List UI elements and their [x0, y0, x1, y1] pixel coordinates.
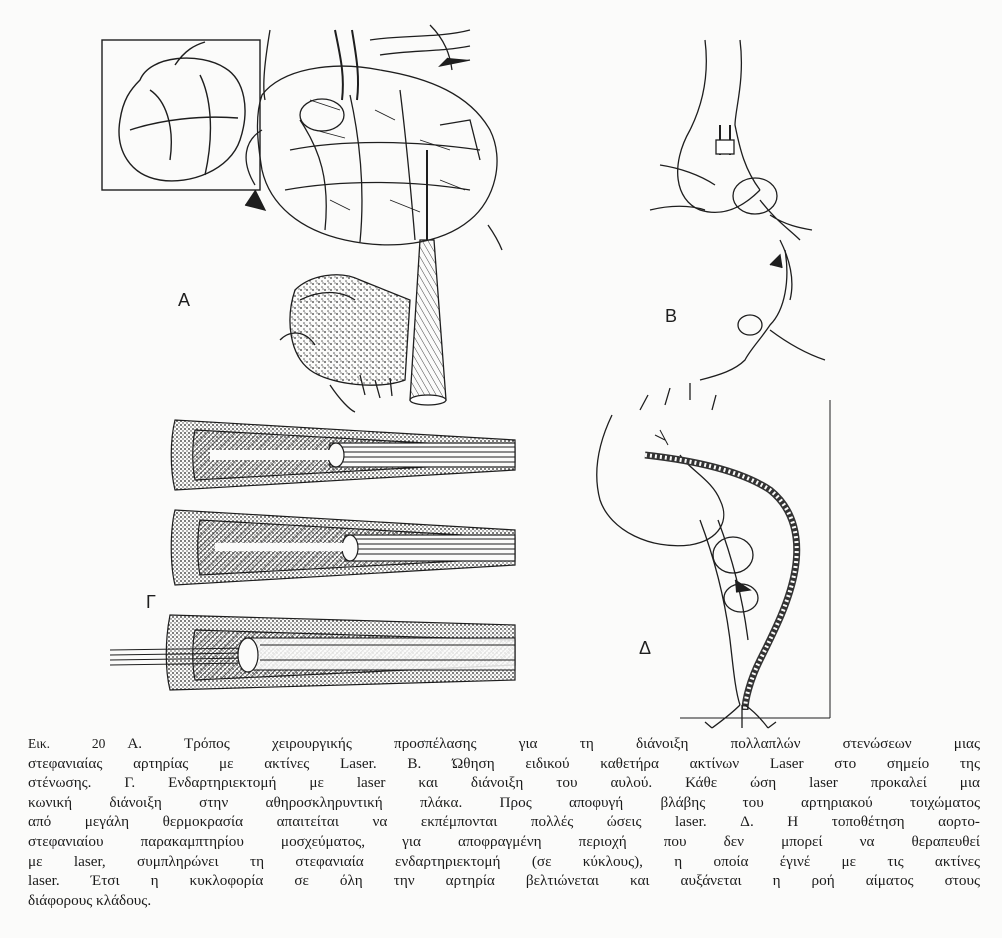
panel-label-b: Β — [665, 306, 677, 327]
surgical-figure — [0, 0, 1002, 730]
panel-a-inset — [102, 40, 260, 190]
figure-number: Εικ. 20 — [28, 736, 105, 751]
caption-line-7: με laser, συμπληρώνει τη στεφανιαία ενδα… — [28, 852, 980, 872]
panel-label-d: Δ — [639, 638, 651, 659]
panel-c-cone-3 — [110, 615, 515, 690]
caption-line-8: laser. Έτσι η κυκλοφορία σε όλη την αρτη… — [28, 871, 980, 891]
figure-caption: Εικ. 20 Α. Τρόπος χειρουργικής προσπέλαση… — [28, 734, 980, 910]
panel-c-cone-2 — [171, 510, 515, 585]
panel-b-catheter — [650, 40, 825, 380]
caption-line-9: διάφορους κλάδους. — [28, 891, 980, 911]
panel-d-bypass-graft — [597, 383, 830, 728]
caption-line-3: στένωσης. Γ. Ενδαρτηριεκτομή με laser κα… — [28, 773, 980, 793]
panel-a-laser-probe — [280, 150, 446, 412]
caption-line-2: στεφανιαίας αρτηρίας με ακτίνες Laser. Β… — [28, 754, 980, 774]
caption-line-1: Εικ. 20 Α. Τρόπος χειρουργικής προσπέλαση… — [28, 734, 980, 754]
panel-label-c: Γ — [146, 592, 156, 613]
panel-label-a: Α — [178, 290, 190, 311]
caption-line-4: κωνική διάνοιξη στην αθηροσκληρυντική πλ… — [28, 793, 980, 813]
caption-line-6: στεφανιαίου παρακαμπτηρίου μοσχεύματος, … — [28, 832, 980, 852]
panel-a-heart — [245, 25, 502, 250]
panel-c-cone-1 — [171, 420, 515, 490]
caption-line-1-text: Α. Τρόπος χειρουργικής προσπέλασης για τ… — [127, 735, 980, 752]
caption-line-5: από μεγάλη θερμοκρασία απαιτείται να εκπ… — [28, 812, 980, 832]
